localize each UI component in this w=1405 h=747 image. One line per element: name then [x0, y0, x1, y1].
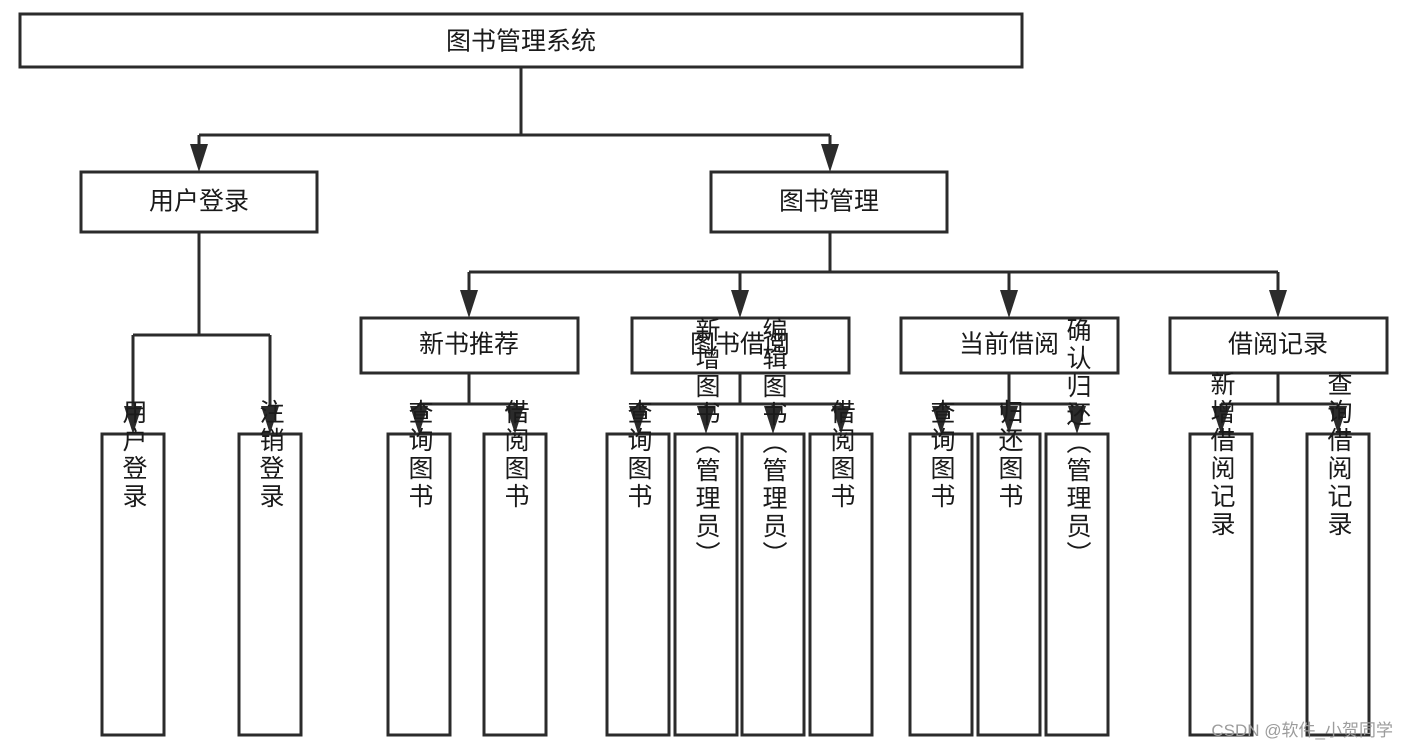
node-new-book-recommend-label: 新书推荐 — [419, 331, 519, 359]
node-book-management-box[interactable] — [709, 170, 949, 234]
leaf-box-book-borrow-3[interactable] — [808, 432, 874, 737]
arrow-head-leaf-current-borrow-0 — [932, 406, 950, 434]
leaf-node-book-borrow-0[interactable]: 查询图书 — [605, 399, 671, 737]
leaf-node-new-book-1[interactable]: 借阅图书 — [482, 399, 548, 737]
leaf-label-user-login-1: 注销登录 — [256, 399, 285, 511]
node-borrow-records-label: 借阅记录 — [1228, 331, 1328, 359]
leaf-label-new-book-0: 查询图书 — [405, 399, 434, 511]
leaf-box-user-login-1[interactable] — [237, 432, 303, 737]
arrow-head-leaf-current-borrow-1 — [1000, 406, 1018, 434]
arrow-head-leaf-book-borrow-2 — [764, 406, 782, 434]
leaf-node-current-borrow-0[interactable]: 查询图书 — [908, 399, 974, 737]
node-new-book-recommend[interactable]: 新书推荐 — [359, 316, 580, 375]
node-book-management[interactable]: 图书管理 — [709, 170, 949, 234]
leaf-label-book-borrow-0: 查询图书 — [624, 399, 653, 511]
node-book-borrow[interactable]: 图书借阅 — [630, 316, 851, 375]
connector-group-current-borrow — [932, 373, 1086, 434]
leaf-box-borrow-records-0[interactable] — [1188, 432, 1254, 737]
node-current-borrow[interactable]: 当前借阅 — [899, 316, 1120, 375]
connector-group-borrow-records — [1212, 373, 1347, 434]
leaf-box-current-borrow-2[interactable] — [1044, 432, 1110, 737]
leaf-label-current-borrow-1: 归还图书 — [995, 399, 1024, 511]
leaf-node-borrow-records-0[interactable]: 新增借阅记录 — [1188, 371, 1254, 737]
leaf-node-book-borrow-1[interactable]: 新增图书（管理员） — [673, 317, 739, 737]
node-user-login[interactable]: 用户登录 — [79, 170, 319, 234]
leaf-node-borrow-records-1[interactable]: 查询借阅记录 — [1305, 371, 1371, 737]
node-root-box[interactable] — [18, 12, 1024, 69]
leaf-node-current-borrow-1[interactable]: 归还图书 — [976, 399, 1042, 737]
node-new-book-recommend-box[interactable] — [359, 316, 580, 375]
arrow-head-leaf-user-login-1 — [261, 406, 279, 434]
leaf-label-borrow-records-1: 查询借阅记录 — [1324, 371, 1353, 539]
node-book-management-label: 图书管理 — [779, 188, 879, 216]
leaf-node-book-borrow-3[interactable]: 借阅图书 — [808, 399, 874, 737]
arrow-head-leaf-user-login-0 — [124, 406, 142, 434]
node-user-login-box[interactable] — [79, 170, 319, 234]
leaf-box-book-borrow-0[interactable] — [605, 432, 671, 737]
node-current-borrow-box[interactable] — [899, 316, 1120, 375]
node-user-login-label: 用户登录 — [149, 188, 249, 216]
arrow-head-current-borrow — [1000, 290, 1018, 318]
leaf-label-new-book-1: 借阅图书 — [501, 399, 530, 511]
arrow-head-leaf-book-borrow-3 — [832, 406, 850, 434]
leaf-label-current-borrow-0: 查询图书 — [927, 399, 956, 511]
arrow-head-book-borrow — [731, 290, 749, 318]
leaf-box-new-book-1[interactable] — [482, 432, 548, 737]
arrow-head-user-login — [190, 144, 208, 172]
arrow-head-book-mgmt — [821, 144, 839, 172]
leaf-box-book-borrow-1[interactable] — [673, 432, 739, 737]
connector-group-new-book — [410, 373, 524, 434]
leaf-box-current-borrow-0[interactable] — [908, 432, 974, 737]
arrow-head-leaf-borrow-records-0 — [1212, 406, 1230, 434]
leaf-label-current-borrow-2: 确认归还（管理员） — [1063, 317, 1092, 569]
node-borrow-records-box[interactable] — [1168, 316, 1389, 375]
node-root[interactable]: 图书管理系统 — [18, 12, 1024, 69]
leaf-label-book-borrow-1: 新增图书（管理员） — [692, 317, 721, 569]
leaf-node-new-book-0[interactable]: 查询图书 — [386, 399, 452, 737]
node-book-borrow-label: 图书借阅 — [690, 331, 790, 359]
arrow-head-leaf-new-book-0 — [410, 406, 428, 434]
leaf-label-user-login-0: 用户登录 — [119, 399, 148, 511]
connector-group-root — [190, 67, 839, 172]
node-root-label: 图书管理系统 — [446, 28, 596, 56]
connector-group-user-login — [124, 232, 279, 434]
leaf-box-current-borrow-1[interactable] — [976, 432, 1042, 737]
node-current-borrow-label: 当前借阅 — [959, 331, 1059, 359]
arrow-head-leaf-book-borrow-1 — [697, 406, 715, 434]
arrow-head-leaf-new-book-1 — [506, 406, 524, 434]
leaf-node-user-login-1[interactable]: 注销登录 — [237, 399, 303, 737]
leaf-node-current-borrow-2[interactable]: 确认归还（管理员） — [1044, 317, 1110, 737]
leaf-box-user-login-0[interactable] — [100, 432, 166, 737]
leaf-node-user-login-0[interactable]: 用户登录 — [100, 399, 166, 737]
leaf-label-book-borrow-3: 借阅图书 — [827, 399, 856, 511]
node-book-borrow-box[interactable] — [630, 316, 851, 375]
arrow-head-leaf-borrow-records-1 — [1329, 406, 1347, 434]
leaf-label-book-borrow-2: 编辑图书（管理员） — [759, 317, 788, 569]
arrow-head-leaf-current-borrow-2 — [1068, 406, 1086, 434]
connector-group-book-mgmt — [460, 232, 1287, 318]
leaf-label-borrow-records-0: 新增借阅记录 — [1207, 371, 1236, 539]
leaf-box-borrow-records-1[interactable] — [1305, 432, 1371, 737]
leaf-box-book-borrow-2[interactable] — [740, 432, 806, 737]
leaf-node-book-borrow-2[interactable]: 编辑图书（管理员） — [740, 317, 806, 737]
arrow-head-borrow-records — [1269, 290, 1287, 318]
node-borrow-records[interactable]: 借阅记录 — [1168, 316, 1389, 375]
arrow-head-leaf-book-borrow-0 — [629, 406, 647, 434]
leaf-box-new-book-0[interactable] — [386, 432, 452, 737]
connector-group-book-borrow — [629, 373, 850, 434]
arrow-head-new-book — [460, 290, 478, 318]
